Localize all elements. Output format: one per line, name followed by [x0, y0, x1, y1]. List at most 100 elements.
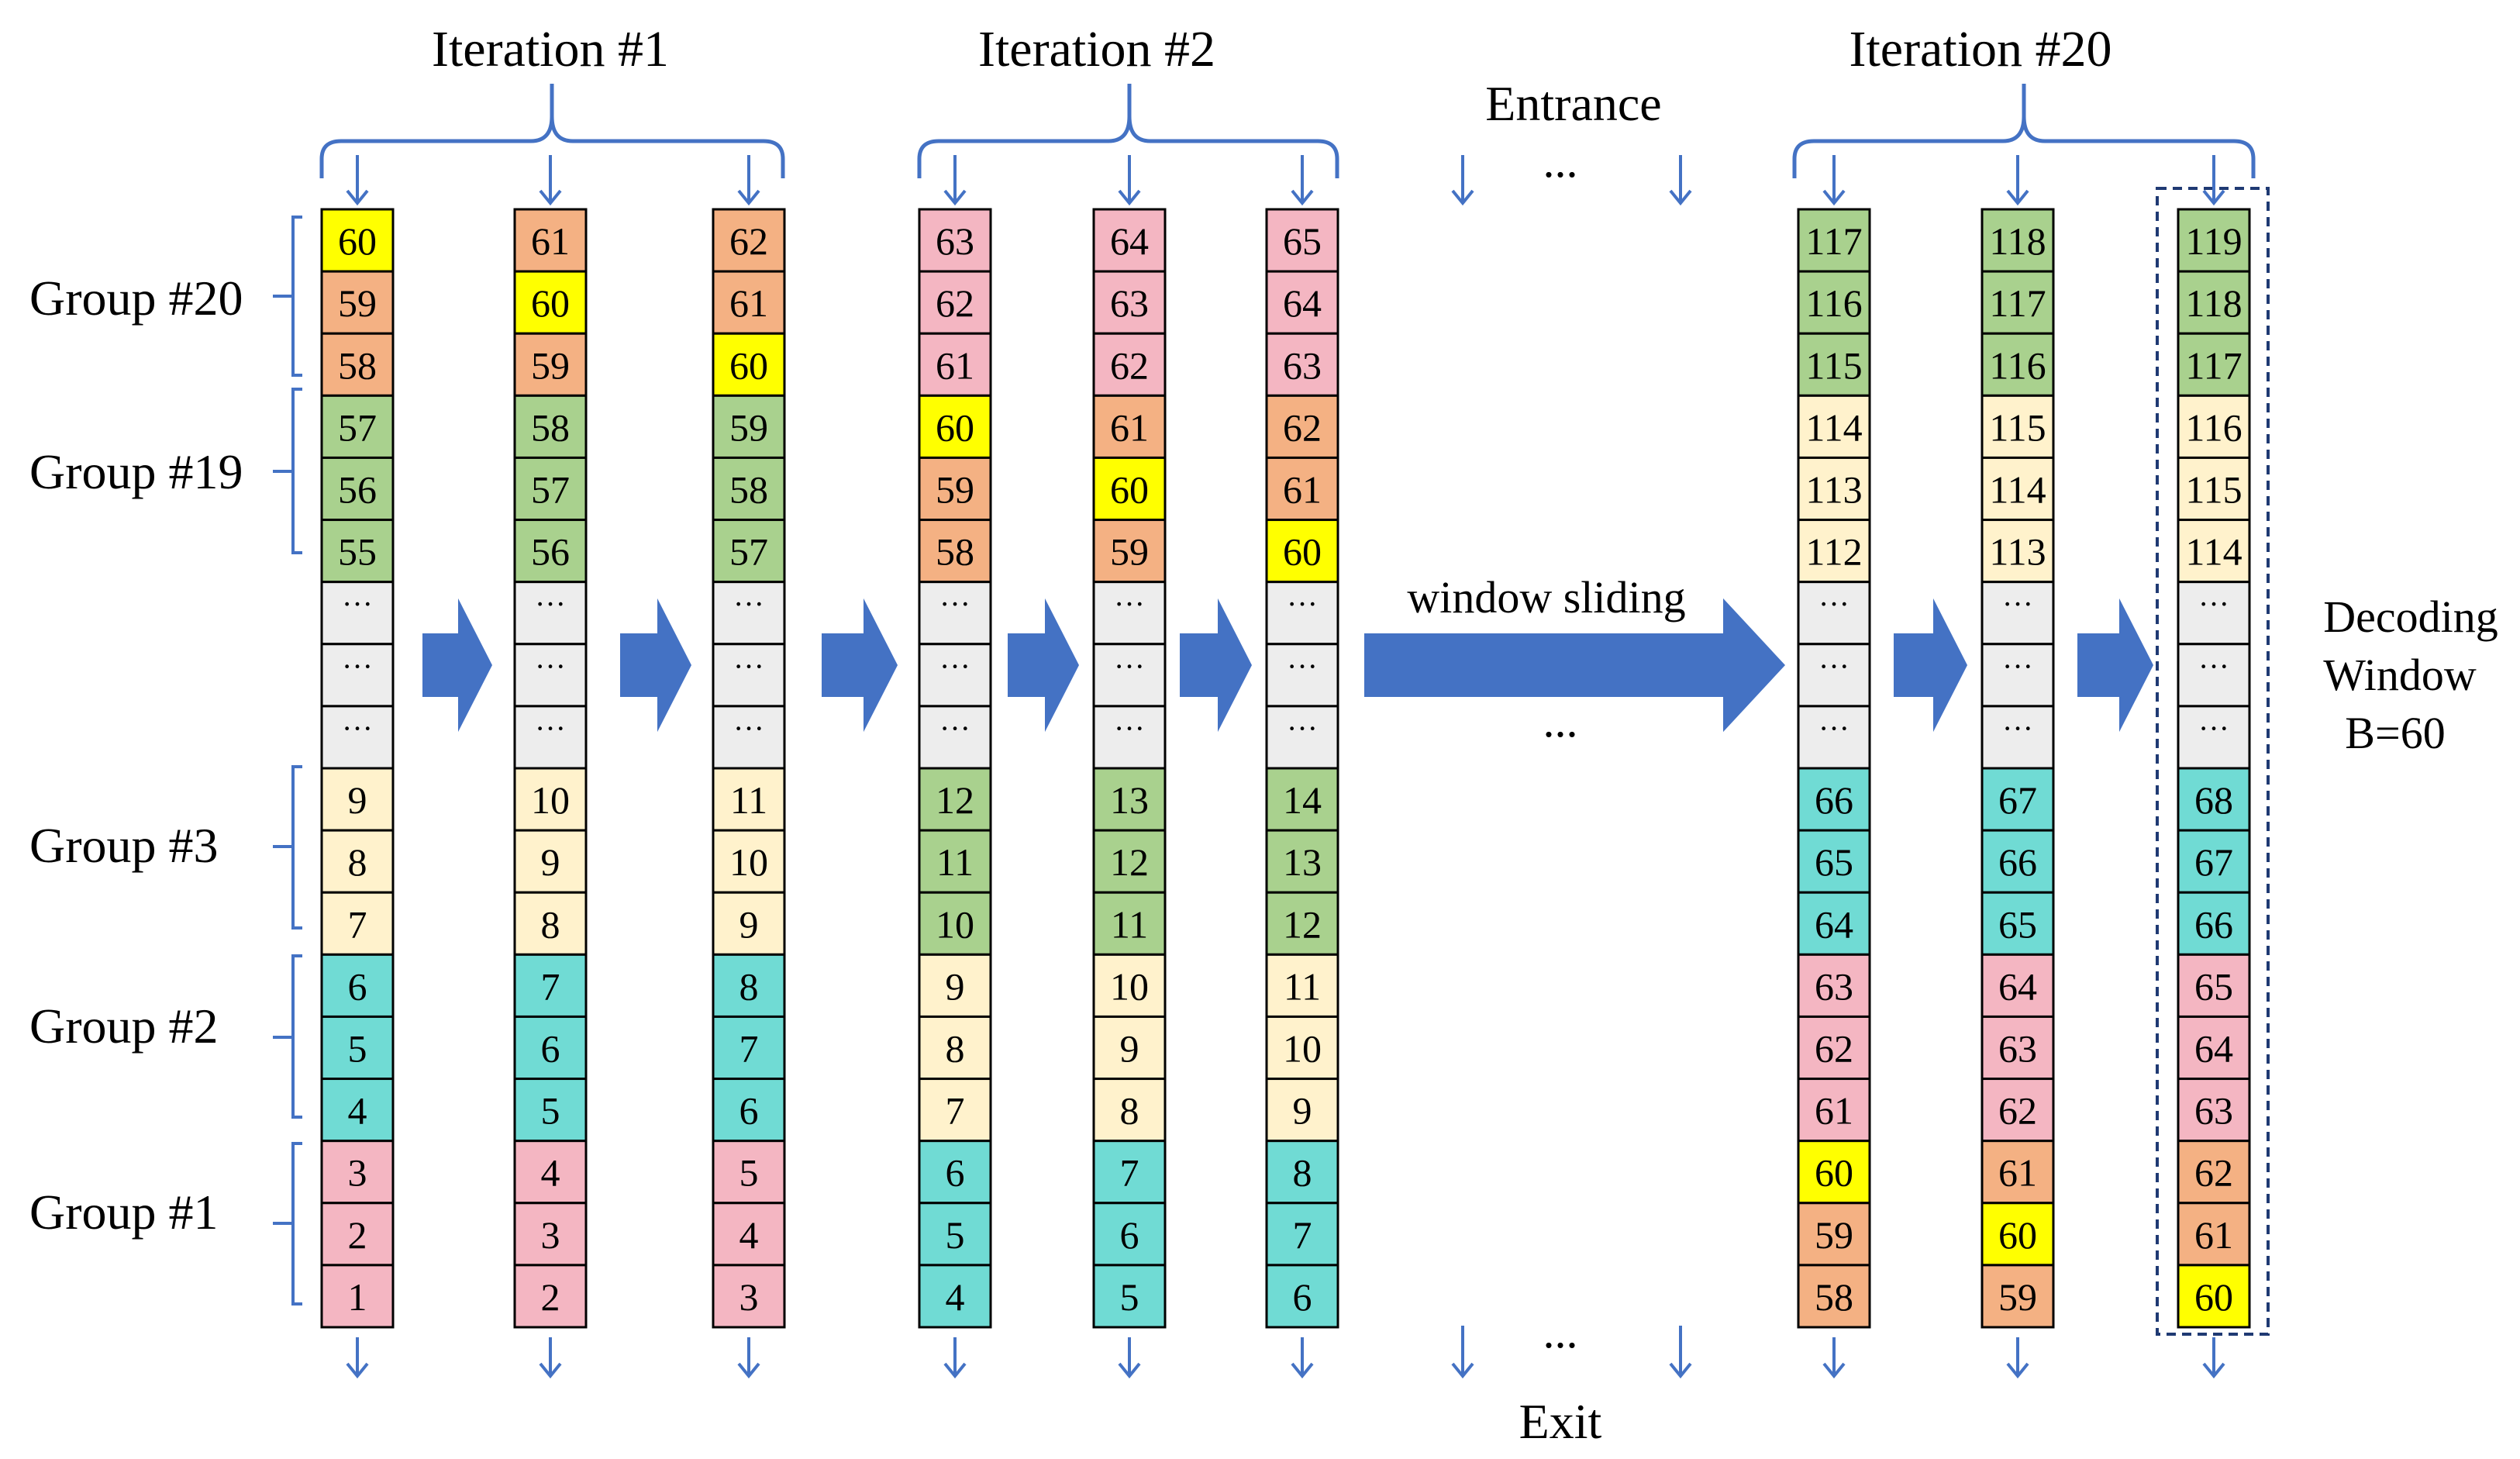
cell [2177, 767, 2251, 832]
cell [712, 456, 786, 522]
columns-layer: 605958575655·········9876543216160595857… [320, 208, 2251, 1329]
cell [712, 953, 786, 1018]
cell-label: 66 [1998, 840, 2037, 884]
cell-label: 113 [1805, 468, 1862, 512]
cell-label: ··· [535, 587, 566, 622]
cell-label: 10 [531, 778, 570, 822]
cell-label: 9 [1120, 1027, 1139, 1071]
iteration-1-title: Iteration #1 [432, 21, 669, 78]
cell-label: ··· [2198, 649, 2229, 684]
cell [513, 394, 588, 459]
group-2-brace [273, 954, 302, 1119]
cell [2177, 953, 2251, 1018]
cell-label: 56 [531, 530, 570, 574]
cell-label: 64 [1283, 281, 1322, 325]
cell-label: 13 [1110, 778, 1149, 822]
cell-label: 117 [1989, 281, 2046, 325]
cell [712, 332, 786, 397]
cell-label: 112 [1805, 530, 1862, 574]
cell-label: ··· [939, 649, 970, 684]
cell [1980, 456, 2055, 522]
group-3-brace [273, 765, 302, 930]
cell [2177, 394, 2251, 459]
cell-label: 14 [1283, 778, 1322, 822]
cell-label: 67 [2194, 840, 2233, 884]
cell-label: 117 [1805, 219, 1862, 263]
cell [1980, 643, 2055, 708]
cell-label: 9 [348, 778, 367, 822]
step-arrow [422, 598, 492, 733]
cell-label: ··· [342, 587, 373, 622]
cell-label: 7 [1120, 1151, 1139, 1195]
cell-label: 60 [531, 281, 570, 325]
cell [918, 1078, 992, 1143]
exit-arrow [539, 1337, 562, 1379]
cell-label: 61 [1283, 468, 1322, 512]
cell-label: 57 [729, 530, 768, 574]
cell-label: 7 [946, 1089, 965, 1133]
cell-label: 7 [348, 902, 367, 946]
cell-label: 115 [1989, 405, 2046, 449]
cell-label: ··· [1114, 649, 1145, 684]
cell [918, 270, 992, 335]
group-3-label: Group #3 [29, 818, 219, 873]
cell-label: 63 [936, 219, 974, 263]
cell-label: 66 [1815, 778, 1853, 822]
cell-label: 68 [2194, 778, 2233, 822]
cell-label: 3 [348, 1151, 367, 1195]
step-arrow [1180, 598, 1252, 733]
cell [1265, 1078, 1339, 1143]
cell [2177, 1264, 2251, 1329]
cell-label: ··· [1818, 587, 1849, 622]
cell [320, 1140, 395, 1205]
entrance-arrow [1118, 155, 1141, 206]
cell-label: 6 [541, 1027, 560, 1071]
cell [918, 332, 992, 397]
cell-label: 4 [946, 1275, 965, 1319]
exit-arrow [1118, 1337, 1141, 1379]
cell-label: ··· [733, 711, 764, 746]
cell-label: 118 [1989, 219, 2046, 263]
cell [513, 456, 588, 522]
cell [1980, 581, 2055, 646]
cell-label: 8 [541, 902, 560, 946]
cell-label: 7 [541, 964, 560, 1008]
cell [1092, 1264, 1167, 1329]
step-arrow [822, 598, 898, 733]
cell [1797, 891, 1871, 956]
cell [320, 581, 395, 646]
step-arrow [1008, 598, 1079, 733]
cell [1092, 1015, 1167, 1081]
cell [1092, 767, 1167, 832]
cell-label: 58 [531, 405, 570, 449]
cell [513, 519, 588, 584]
cell [513, 1264, 588, 1329]
cell-label: 63 [1815, 964, 1853, 1008]
window-sliding-arrow [1364, 598, 1785, 733]
cell-label: ··· [342, 649, 373, 684]
cell-label: 5 [541, 1089, 560, 1133]
cell-label: 60 [338, 219, 377, 263]
cell-label: 66 [2194, 902, 2233, 946]
cell-label: 56 [338, 468, 377, 512]
cell [918, 456, 992, 522]
group-2-label: Group #2 [29, 999, 219, 1054]
cell [1265, 643, 1339, 708]
cell [513, 270, 588, 335]
cell-label: ··· [2002, 649, 2033, 684]
cell-label: 114 [2185, 530, 2242, 574]
cell-label: 7 [739, 1027, 759, 1071]
cell-label: 59 [1110, 530, 1149, 574]
cell-label: ··· [1287, 711, 1318, 746]
cell-label: 10 [936, 902, 974, 946]
cell-label: 116 [1989, 343, 2046, 387]
cell-label: 65 [1283, 219, 1322, 263]
cell [2177, 519, 2251, 584]
cell-label: ··· [342, 711, 373, 746]
cell-label: ··· [2198, 711, 2229, 746]
group-20-label: Group #20 [29, 271, 243, 326]
cell [2177, 705, 2251, 770]
cell [712, 1015, 786, 1081]
